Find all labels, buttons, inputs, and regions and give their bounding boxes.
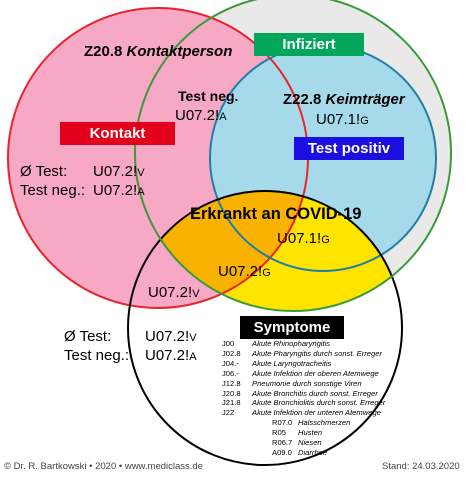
symptom-desc: Akute Pharyngitis durch sonst. Erreger <box>252 348 382 358</box>
symptom-desc: Akute Bronchiolitis durch sonst. Erreger <box>252 398 386 408</box>
infiziert-test-neg-value: U07.2!A <box>175 108 227 123</box>
erkrankt-code-main: U07.1! <box>277 230 322 247</box>
kontakt-label: Kontakt <box>60 122 175 145</box>
list-item: J04.- Akute Laryngotracheitis <box>222 359 385 369</box>
kontakt-test-none-value: U07.2!V <box>93 164 145 179</box>
kontakt-test-none-code: U07.2! <box>93 163 138 180</box>
symptom-sub-code: R07.0 <box>272 418 293 428</box>
symptome-test-none-value: U07.2!V <box>145 329 197 344</box>
keimtraeger-code: U07.1!G <box>316 112 369 127</box>
symptom-code: J06.- <box>222 368 239 378</box>
footer-copyright: © Dr. R. Bartkowski • 2020 • www.medicla… <box>4 461 203 472</box>
keimtraeger-title-code: Z22.8 <box>283 91 322 108</box>
symptom-code: J21.8 <box>222 398 241 408</box>
kontakt-test-none-label: Ø Test: <box>20 163 68 180</box>
symptome-test-none-label: Ø Test: <box>64 328 112 345</box>
overlap-orange-code-suffix: G <box>262 267 271 279</box>
overlap-kontakt-symptom-main: U07.2! <box>148 284 193 301</box>
symptome-test-neg-suffix: A <box>189 351 197 363</box>
symptom-code: J04.- <box>222 358 239 368</box>
list-item: J06.- Akute Infektion der oberen Atemwege <box>222 369 385 379</box>
overlap-kontakt-symptom-code: U07.2!V <box>148 285 200 300</box>
kontakt-test-neg-suffix: A <box>137 186 145 198</box>
symptom-desc: Akute Laryngotracheitis <box>252 358 332 368</box>
symptome-test-neg-value: U07.2!A <box>145 348 197 363</box>
kontakt-test-neg: Test neg.: <box>20 183 85 198</box>
erkrankt-title: Erkrankt an COVID-19 <box>190 205 362 223</box>
overlap-orange-code: U07.2!G <box>218 264 271 279</box>
list-item: J21.8 Akute Bronchiolitis durch sonst. Er… <box>222 398 385 408</box>
symptome-circle-outline <box>127 190 403 466</box>
symptom-desc: Akute Bronchitis durch sonst. Erreger <box>252 388 378 398</box>
symptom-sub-desc: Diarrhoe <box>298 447 328 457</box>
keimtraeger-code-suffix: G <box>360 115 369 127</box>
symptom-desc: Pneumonie durch sonstige Viren <box>252 378 362 388</box>
symptom-sub-code: R05 <box>272 428 286 438</box>
overlap-kontakt-symptom-suffix: V <box>192 288 200 300</box>
keimtraeger-title-text: Keimträger <box>325 91 405 108</box>
infiziert-test-neg-code: U07.2! <box>175 107 220 124</box>
list-item: R06.7 Niesen <box>272 438 385 448</box>
infiziert-label: Infiziert <box>254 33 364 56</box>
erkrankt-code: U07.1!G <box>277 231 330 246</box>
symptom-desc: Akute Infektion der unteren Atemwege <box>252 408 381 418</box>
infiziert-test-neg-label: Test neg. <box>178 88 239 104</box>
symptom-sub-code: R06.7 <box>272 438 293 448</box>
symptom-desc: Akute Infektion der oberen Atemwege <box>252 368 379 378</box>
symptome-label: Symptome <box>240 316 344 339</box>
kontakt-test-neg-code: U07.2! <box>93 182 138 199</box>
kontakt-title-code: Z20.8 <box>84 43 123 60</box>
list-item: R07.0 Halsschmerzen <box>272 418 385 428</box>
footer-stand: Stand: 24.03.2020 <box>382 461 460 472</box>
symptome-test-none-code: U07.2! <box>145 328 190 345</box>
keimtraeger-title: Z22.8 Keimträger <box>283 92 405 107</box>
list-item: A09.0 Diarrhoe <box>272 448 385 458</box>
kontakt-test-none-suffix: V <box>137 167 145 179</box>
keimtraeger-code-main: U07.1! <box>316 111 361 128</box>
symptom-code: J22 <box>222 408 235 418</box>
symptom-sub-desc: Niesen <box>298 438 322 448</box>
symptom-sub-desc: Husten <box>298 428 323 438</box>
symptom-code: J12.8 <box>222 378 241 388</box>
infiziert-circle-outline <box>134 0 452 312</box>
symptom-sub-code: A09.0 <box>272 447 292 457</box>
overlap-orange-fill <box>135 191 308 308</box>
test-positiv-label: Test positiv <box>294 137 404 160</box>
list-item: J20.8 Akute Bronchitis durch sonst. Erreg… <box>222 389 385 399</box>
symptom-desc: Akute Rhinopharyngitis <box>252 339 331 348</box>
list-item: R05 Husten <box>272 428 385 438</box>
infiziert-test-neg-suffix: A <box>219 111 227 123</box>
symptom-code: J02.8 <box>222 348 241 358</box>
kontakt-test-neg-label: Test neg.: <box>20 182 86 199</box>
symptom-code: J00 <box>222 339 235 348</box>
list-item: J12.8 Pneumonie durch sonstige Viren <box>222 379 385 389</box>
symptom-code: J20.8 <box>222 388 241 398</box>
symptome-test-none-suffix: V <box>189 332 197 344</box>
list-item: J02.8 Akute Pharyngitis durch sonst. Erre… <box>222 349 385 359</box>
kontakt-test-neg-value: U07.2!A <box>93 183 145 198</box>
list-item: J22 Akute Infektion der unteren Atemwege <box>222 408 385 418</box>
symptome-test-neg-label: Test neg.: <box>64 347 130 364</box>
erkrankt-code-suffix: G <box>321 234 330 246</box>
kontakt-title-text: Kontaktperson <box>126 43 233 60</box>
list-item: J00 Akute Rhinopharyngitis <box>222 339 385 349</box>
kontakt-title: Z20.8 Kontaktperson <box>84 44 232 59</box>
symptome-test-neg-code: U07.2! <box>145 347 190 364</box>
symptom-code-list: J00 Akute Rhinopharyngitis J02.8 Akute Pha… <box>222 339 385 458</box>
kontakt-test-none: Ø Test: <box>20 164 67 179</box>
overlap-orange-code-main: U07.2! <box>218 263 263 280</box>
symptom-sub-desc: Halsschmerzen <box>298 418 351 428</box>
